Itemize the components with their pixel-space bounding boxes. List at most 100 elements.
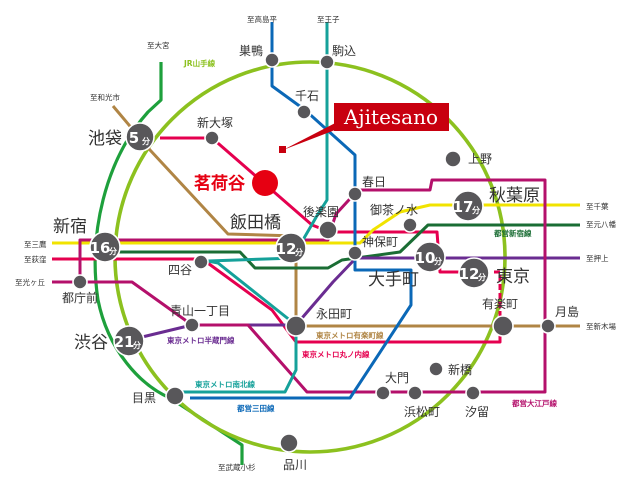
station-aoyama[interactable] <box>184 317 200 333</box>
svg-text:17: 17 <box>453 198 474 216</box>
label-shinagawa: 品川 <box>283 458 307 472</box>
brand-pointer <box>283 119 348 150</box>
hub-ikebukuro[interactable]: 5 分 <box>125 122 155 152</box>
svg-text:10: 10 <box>415 249 436 267</box>
label-hamamatsucho: 浜松町 <box>404 405 440 419</box>
svg-text:分: 分 <box>472 205 480 215</box>
line-name-shinjuku: 都営新宿線 <box>493 228 532 238</box>
label-tochomae: 都庁前 <box>62 290 98 305</box>
station-kasuga[interactable] <box>347 186 363 202</box>
svg-text:分: 分 <box>295 247 303 257</box>
label-shinjuku: 新宿 <box>53 217 87 237</box>
brand-box <box>334 103 449 131</box>
label-yotsuya: 四谷 <box>168 263 192 277</box>
station-sugamo[interactable] <box>264 52 280 68</box>
label-nagatacho: 永田町 <box>316 307 352 321</box>
hanzomon-line <box>137 256 580 340</box>
station-shinotsuka[interactable] <box>204 130 220 146</box>
label-shimbashi: 新橋 <box>448 362 472 377</box>
station-meguro[interactable] <box>165 386 185 406</box>
svg-text:16: 16 <box>90 239 111 257</box>
svg-text:5: 5 <box>129 129 139 147</box>
station-tochomae[interactable] <box>72 274 88 290</box>
station-tsukishima[interactable] <box>540 318 556 334</box>
marunouchi-line-b <box>494 270 502 326</box>
svg-text:分: 分 <box>109 246 117 256</box>
svg-text:分: 分 <box>478 272 486 282</box>
hub-tokyo[interactable]: 12 分 <box>458 257 490 289</box>
label-sengoku: 千石 <box>295 89 319 103</box>
station-nagatacho[interactable] <box>285 315 307 337</box>
hub-akihabara[interactable]: 17 分 <box>452 190 484 222</box>
dir-oshiage: 至押上 <box>586 253 609 263</box>
label-shibuya: 渋谷 <box>74 333 108 353</box>
home-station-marker[interactable] <box>252 170 278 196</box>
brand-dot <box>279 146 286 153</box>
dir-hikarigaoka: 至光ヶ丘 <box>15 277 45 287</box>
label-otemachi: 大手町 <box>368 270 419 290</box>
line-name-hanzomon: 東京メトロ半蔵門線 <box>167 335 235 345</box>
station-shimbashi[interactable] <box>428 361 444 377</box>
label-korakuen: 後楽園 <box>303 205 339 219</box>
station-ochanomizu[interactable] <box>402 217 418 233</box>
home-station-label: 茗荷谷 <box>194 173 246 194</box>
label-ochanomizu: 御茶ノ水 <box>370 202 418 217</box>
hub-iidabashi[interactable]: 12 分 <box>275 232 307 264</box>
dir-ogikubo: 至荻窪 <box>24 254 47 264</box>
dir-shinkiba: 至新木場 <box>586 321 616 331</box>
line-name-yurakucho: 東京メトロ有楽町線 <box>316 330 384 340</box>
label-tsukishima: 月島 <box>555 304 579 319</box>
yurakucho-line <box>111 105 580 328</box>
label-komagome: 駒込 <box>332 44 356 58</box>
label-ikebukuro: 池袋 <box>88 129 122 149</box>
dir-chiba: 至千葉 <box>586 201 609 211</box>
dir-takashimadaira: 至高島平 <box>247 14 277 24</box>
label-yurakucho: 有楽町 <box>482 297 518 311</box>
dir-oji: 至王子 <box>317 15 340 24</box>
station-shinagawa[interactable] <box>279 433 299 453</box>
label-akihabara: 秋葉原 <box>489 186 540 206</box>
svg-text:分: 分 <box>142 136 150 146</box>
label-ueno: 上野 <box>468 152 492 166</box>
station-korakuen[interactable] <box>318 220 338 240</box>
toei-shinjuku-line <box>112 223 580 270</box>
station-shiodome[interactable] <box>465 385 481 401</box>
label-kasuga: 春日 <box>362 175 386 189</box>
dir-mitaka: 至三鷹 <box>24 239 47 249</box>
station-yurakucho[interactable] <box>492 315 514 337</box>
line-name-yamanote: JR山手線 <box>183 58 216 68</box>
label-sugamo: 巣鴨 <box>239 44 263 58</box>
line-name-namboku: 東京メトロ南北線 <box>195 379 255 389</box>
mita-line <box>190 22 413 400</box>
station-yotsuya[interactable] <box>193 254 209 270</box>
station-hamamatsucho[interactable] <box>407 385 423 401</box>
svg-text:12: 12 <box>276 240 297 258</box>
label-tokyo: 東京 <box>496 267 530 287</box>
hub-shinjuku[interactable]: 16 分 <box>89 231 121 263</box>
station-daimon[interactable] <box>375 385 391 401</box>
brand-label: Ajitesano <box>343 105 438 129</box>
line-name-mita: 都営三田線 <box>236 403 275 413</box>
line-name-oedo: 都営大江戸線 <box>511 398 557 408</box>
dir-musashikosugi: 至武蔵小杉 <box>218 462 256 472</box>
label-daimon: 大門 <box>385 371 409 385</box>
dir-wakoshi: 至和光市 <box>90 92 120 102</box>
line-name-marunouchi: 東京メトロ丸ノ内線 <box>302 349 370 359</box>
svg-text:分: 分 <box>434 256 442 266</box>
hub-otemachi[interactable]: 10 分 <box>414 241 446 273</box>
svg-text:分: 分 <box>133 340 141 350</box>
label-shinotsuka: 新大塚 <box>197 115 233 130</box>
dir-omiya: 至大宮 <box>147 40 170 50</box>
dir-motoyawata: 至元八幡 <box>586 219 616 229</box>
station-sengoku[interactable] <box>296 104 312 120</box>
station-jimbocho[interactable] <box>347 245 363 261</box>
hub-shibuya[interactable]: 21 分 <box>113 325 145 357</box>
station-komagome[interactable] <box>319 54 335 70</box>
stations <box>72 52 556 453</box>
station-ueno[interactable] <box>444 150 462 168</box>
label-aoyama: 青山一丁目 <box>170 304 230 318</box>
svg-text:12: 12 <box>459 265 480 283</box>
label-iidabashi: 飯田橋 <box>230 213 281 233</box>
label-jimbocho: 神保町 <box>362 235 398 249</box>
label-meguro: 目黒 <box>132 391 156 405</box>
